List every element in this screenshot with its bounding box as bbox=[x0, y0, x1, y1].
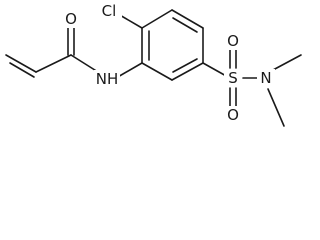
bond-carbonyl-to-nh bbox=[70, 54, 99, 73]
atom-labels: O NH Cl S O O N bbox=[62, 2, 275, 124]
atom-nitrogen-amine: N bbox=[260, 69, 271, 87]
ring-bond-5 bbox=[171, 62, 204, 81]
atom-oxygen-sulfonyl-top: O bbox=[227, 32, 239, 50]
bond-vinyl-single bbox=[5, 54, 37, 73]
bond-lines bbox=[5, 9, 302, 127]
ring-bond-2 bbox=[141, 9, 173, 29]
bond-n-methyl-down bbox=[267, 88, 285, 127]
ring-bond-6 bbox=[141, 62, 173, 81]
ring-bond-3 bbox=[171, 9, 204, 29]
bond-vinyl-to-carbonyl bbox=[35, 54, 72, 73]
bond-vinyl-double bbox=[9, 62, 35, 78]
atom-oxygen-carbonyl: O bbox=[65, 10, 77, 28]
bond-nh-to-ring bbox=[115, 62, 143, 79]
bond-n-methyl-up bbox=[272, 54, 302, 71]
atom-oxygen-sulfonyl-bottom: O bbox=[227, 106, 239, 124]
ring-bond-3-inner bbox=[172, 17, 198, 33]
ring-bond-5-inner bbox=[172, 58, 198, 73]
atom-nitrogen-amide: NH bbox=[96, 70, 119, 88]
molecule-structure: O NH Cl S O O N bbox=[5, 2, 302, 127]
atom-sulfur: S bbox=[228, 69, 238, 87]
bond-ring-to-s bbox=[202, 62, 229, 78]
atom-chlorine: Cl bbox=[102, 2, 117, 20]
